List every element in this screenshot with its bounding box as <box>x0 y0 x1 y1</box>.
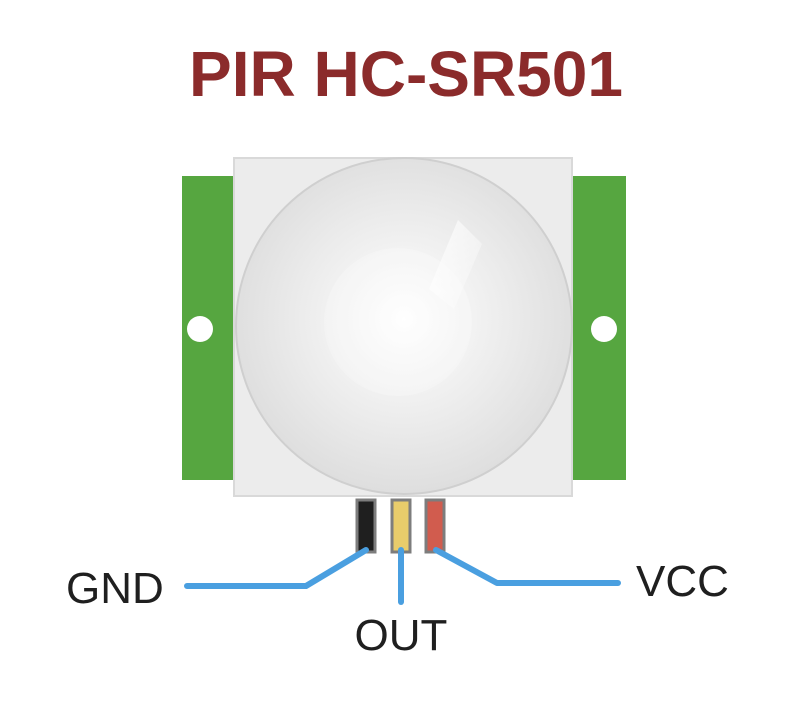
pin-wires <box>355 498 446 554</box>
diagram-title: PIR HC-SR501 <box>189 38 623 110</box>
dome-shine <box>429 220 482 309</box>
out-pin-label: OUT <box>355 611 448 660</box>
right-mounting-hole-icon <box>591 316 617 342</box>
pir-module <box>182 157 626 497</box>
fresnel-dome-icon <box>235 157 573 495</box>
vcc-wire <box>424 498 446 554</box>
dome-center-glow <box>324 248 472 396</box>
vcc-pin-label: VCC <box>636 557 729 606</box>
vcc-leader-line <box>433 547 621 586</box>
left-mounting-hole-icon <box>187 316 213 342</box>
out-wire <box>390 498 412 554</box>
gnd-pin-label: GND <box>66 564 164 613</box>
gnd-wire <box>355 498 377 554</box>
gnd-leader-line <box>184 547 369 589</box>
pin-leader-lines <box>184 547 621 605</box>
